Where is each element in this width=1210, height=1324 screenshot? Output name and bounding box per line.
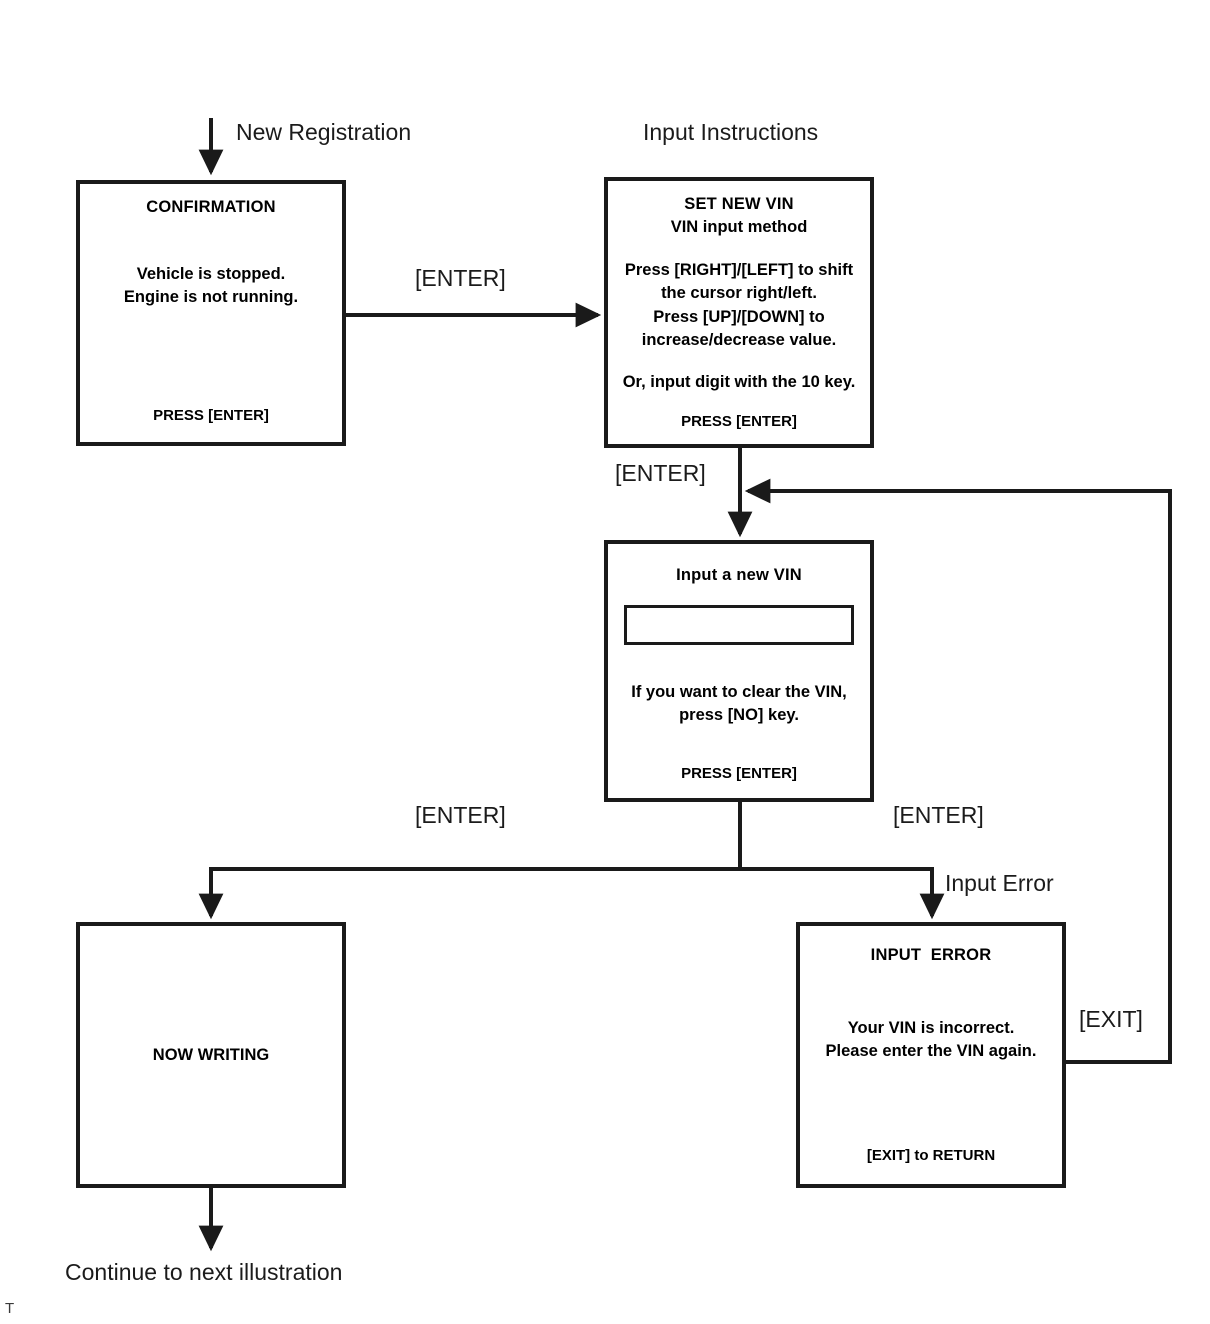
corner-mark-t: T [5,1300,15,1317]
screen-input-new-vin[interactable]: Input a new VIN If you want to clear the… [604,540,874,802]
edge-label-setvin-to-inputvin: [ENTER] [615,460,706,486]
screen-now-writing[interactable]: NOW WRITING [76,922,346,1188]
label-continue-to-next-illustration: Continue to next illustration [65,1259,343,1285]
vin-input-field[interactable] [624,605,854,645]
label-input-error-flow: Input Error [945,870,1054,896]
input-new-vin-footer: PRESS [ENTER] [681,765,797,782]
set-new-vin-tenkey-note: Or, input digit with the 10 key. [622,372,856,391]
edge-label-inputvin-to-nowwriting: [ENTER] [415,802,506,828]
set-new-vin-subtitle: VIN input method [670,218,808,236]
edge-label-inputerror-return: [EXIT] [1079,1006,1143,1032]
edge-label-confirmation-to-setvin: [ENTER] [415,265,506,291]
set-new-vin-instructions: Press [RIGHT]/[LEFT] to shift the cursor… [624,261,854,350]
label-input-instructions: Input Instructions [643,119,819,145]
screen-set-new-vin[interactable]: SET NEW VIN VIN input method Press [RIGH… [604,177,874,448]
label-new-registration: New Registration [236,119,412,145]
connector-inputvin-split [198,802,945,920]
edge-label-inputvin-to-inputerror: [ENTER] [893,802,984,828]
screen-confirmation[interactable]: CONFIRMATION Vehicle is stopped. Engine … [76,180,346,446]
set-new-vin-title: SET NEW VIN [684,195,794,213]
confirmation-body: Vehicle is stopped. Engine is not runnin… [123,265,299,307]
input-error-footer: [EXIT] to RETURN [866,1147,996,1164]
confirmation-footer: PRESS [ENTER] [153,407,269,424]
screen-input-error[interactable]: INPUT ERROR Your VIN is incorrect. Pleas… [796,922,1066,1188]
now-writing-title: NOW WRITING [152,1045,270,1064]
input-new-vin-clear-note: If you want to clear the VIN, press [NO]… [631,683,847,725]
set-new-vin-footer: PRESS [ENTER] [681,413,797,430]
input-new-vin-title: Input a new VIN [676,566,802,584]
confirmation-title: CONFIRMATION [146,198,276,216]
input-error-body: Your VIN is incorrect. Please enter the … [825,1019,1037,1061]
input-error-title: INPUT ERROR [870,946,992,964]
